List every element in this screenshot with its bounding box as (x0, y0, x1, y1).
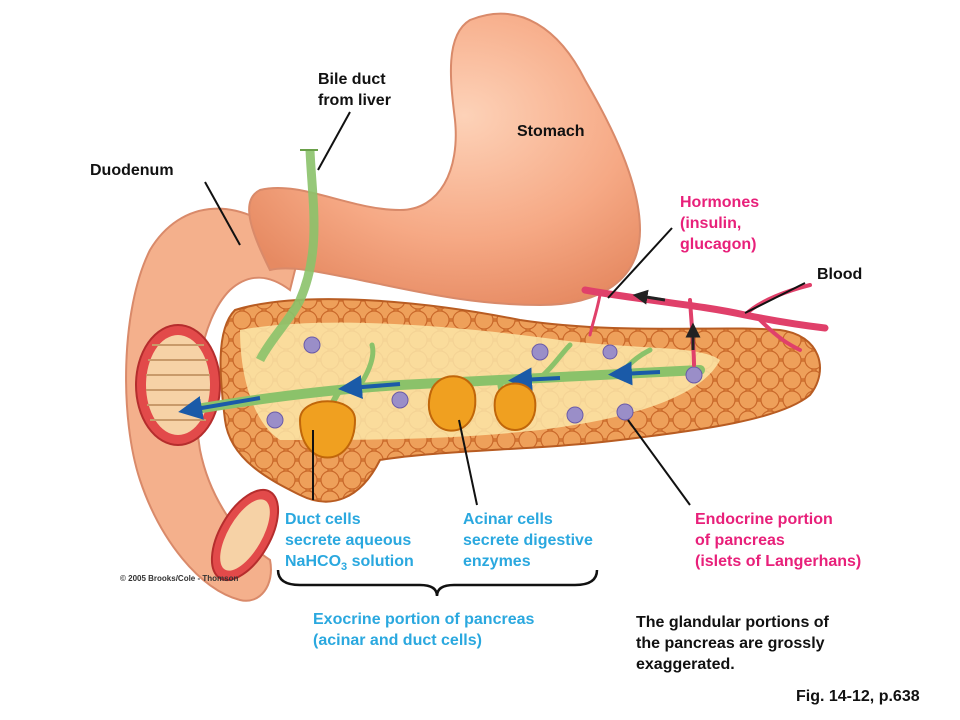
label-duct-cells-line1: Duct cells (285, 511, 361, 528)
copyright-text: © 2005 Brooks/Cole - Thomson (120, 574, 239, 583)
label-acinar-line3: enzymes (463, 553, 531, 570)
label-bile-duct-line1: Bile duct (318, 71, 386, 88)
label-duct-cells-line2: secrete aqueous (285, 532, 412, 549)
formula-prefix: NaHCO (285, 553, 342, 570)
label-endocrine: Endocrine portion of pancreas (islets of… (695, 509, 861, 572)
label-duodenum: Duodenum (90, 162, 174, 179)
formula-subscript: 3 (341, 561, 348, 574)
label-stomach: Stomach (517, 123, 585, 140)
label-endocrine-line1: Endocrine portion (695, 511, 833, 528)
label-acinar-line1: Acinar cells (463, 511, 553, 528)
label-bile-duct: Bile duct from liver (318, 69, 391, 111)
label-hormones-line3: glucagon) (680, 236, 757, 253)
exocrine-brace (276, 569, 599, 597)
label-exocrine: Exocrine portion of pancreas (acinar and… (313, 609, 534, 651)
label-exocrine-line2: (acinar and duct cells) (313, 632, 482, 649)
figure-reference: Fig. 14-12, p.638 (796, 688, 920, 705)
label-hormones-line2: (insulin, (680, 215, 742, 232)
label-duct-cells-line3: NaHCO3 solution (285, 551, 414, 578)
note-line2: the pancreas are grossly (636, 635, 825, 652)
blood-flow-arrows (632, 289, 701, 350)
label-blood: Blood (817, 266, 863, 283)
leader-lines (204, 111, 806, 506)
label-acinar-cells: Acinar cells secrete digestive enzymes (463, 509, 593, 572)
label-endocrine-line3: (islets of Langerhans) (695, 553, 862, 570)
label-exocrine-line1: Exocrine portion of pancreas (313, 611, 535, 628)
label-acinar-line2: secrete digestive (463, 532, 593, 549)
islets-of-langerhans (266, 336, 703, 429)
note-text: The glandular portions of the pancreas a… (636, 612, 829, 675)
acinar-clusters (298, 375, 537, 459)
note-line3: exaggerated. (636, 656, 735, 673)
label-endocrine-line2: of pancreas (695, 532, 785, 549)
bile-duct (255, 149, 319, 363)
stomach (248, 12, 642, 307)
formula-suffix: solution (347, 553, 414, 570)
label-bile-duct-line2: from liver (318, 92, 391, 109)
label-hormones: Hormones (insulin, glucagon) (680, 192, 759, 255)
label-duct-cells: Duct cells secrete aqueous NaHCO3 soluti… (285, 509, 414, 578)
label-hormones-line1: Hormones (680, 194, 760, 211)
duct-flow-arrows (178, 361, 661, 420)
note-line1: The glandular portions of (636, 614, 829, 631)
